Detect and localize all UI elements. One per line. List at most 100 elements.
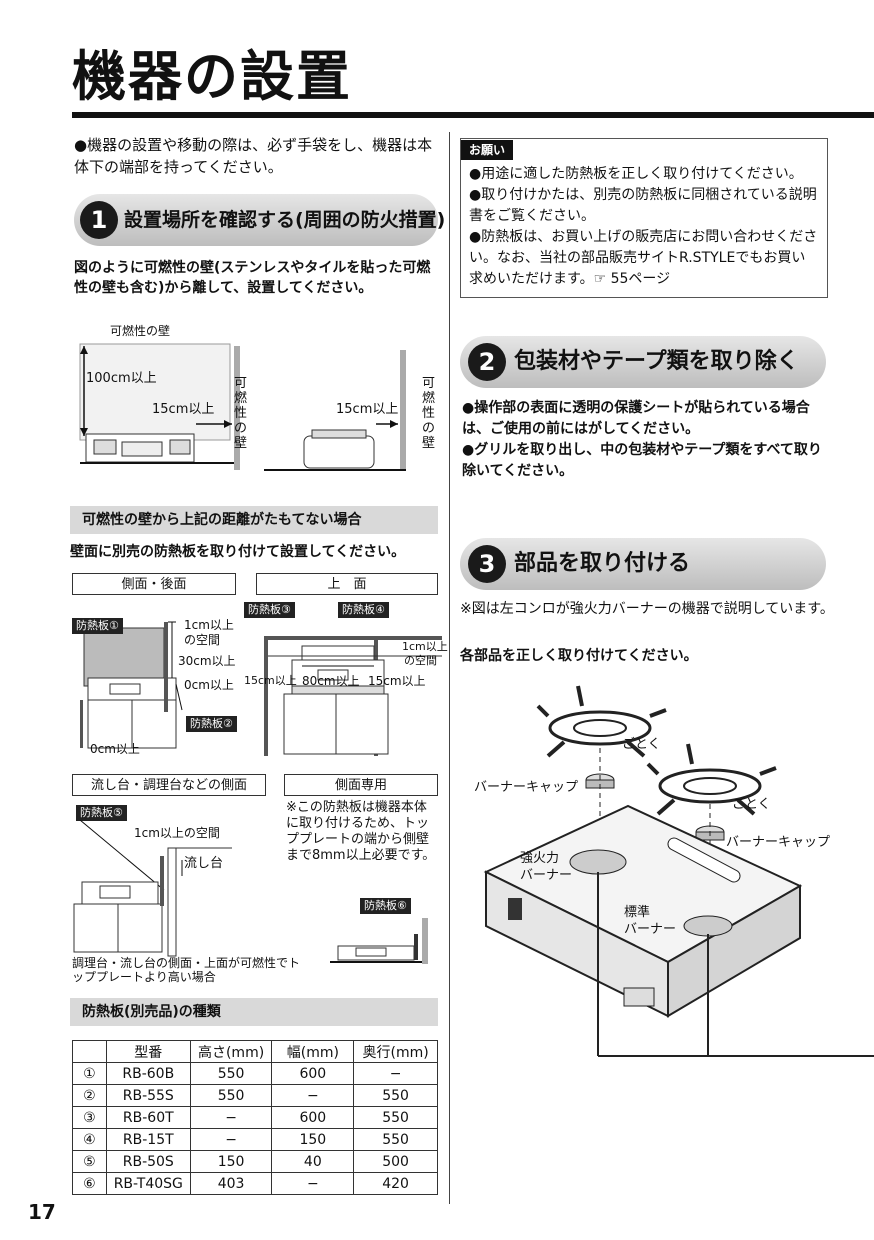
intro-text: ●機器の設置や移動の際は、必ず手袋をし、機器は本体下の端部を持ってください。 <box>74 136 433 176</box>
side-wall-label-right: 可燃性の壁 <box>422 376 436 451</box>
notice-item-1: ●用途に適した防熱板を正しく取り付けてください。 <box>469 166 803 182</box>
stove-parts-diagram <box>483 685 874 1057</box>
section3-number: 3 <box>468 545 506 583</box>
burner-strong-label-2: バーナー <box>520 868 573 883</box>
table-cell: RB-T40SG <box>105 1172 191 1195</box>
table-header-cell: 奥行(mm) <box>353 1040 438 1063</box>
sink-label: 流し台 <box>184 856 224 871</box>
sink-gap-label: 1cm以上の空間 <box>134 826 220 840</box>
section3-note: ※図は左コンロが強火力バーナーの機器で説明しています。 <box>460 601 834 617</box>
title-rule <box>72 112 874 118</box>
table-cell: 500 <box>353 1150 438 1173</box>
table-cell: − <box>189 1106 273 1129</box>
table-cell: 550 <box>189 1084 273 1107</box>
table-cell: RB-60B <box>105 1062 191 1085</box>
side-wall-label-left: 可燃性の壁 <box>234 376 248 451</box>
column-divider <box>449 132 450 1204</box>
section2-number: 2 <box>468 343 506 381</box>
gap-label-left: 15cm以上 <box>152 402 215 417</box>
table-cell: RB-55S <box>105 1084 191 1107</box>
heat-shield-tag-6: 防熱板⑥ <box>360 898 411 914</box>
table-cell: ① <box>72 1062 107 1085</box>
subsection1-lead: 壁面に別売の防熱板を取り付けて設置してください。 <box>70 544 406 560</box>
dim-top-1cm: 1cm以上 <box>402 640 448 653</box>
section1-header <box>74 194 438 246</box>
burner-std-label-2: バーナー <box>624 922 677 937</box>
label-side-only: 側面専用 <box>284 774 438 796</box>
table-cell: 550 <box>353 1128 438 1151</box>
table-cell: 550 <box>353 1084 438 1107</box>
side-only-diagram <box>330 918 428 964</box>
heat-shield-tag-3: 防熱板③ <box>244 602 295 618</box>
table-header-cell <box>72 1040 107 1063</box>
table-cell: 150 <box>271 1128 355 1151</box>
dim-bottom0: 0cm以上 <box>90 742 140 756</box>
gap-label-right: 15cm以上 <box>336 402 399 417</box>
table-cell: 600 <box>271 1106 355 1129</box>
cap-right-label: バーナーキャップ <box>726 835 831 850</box>
label-sink-side: 流し台・調理台などの側面 <box>72 774 266 796</box>
table-cell: RB-50S <box>105 1150 191 1173</box>
table-cell: ③ <box>72 1106 107 1129</box>
cap-left-label: バーナーキャップ <box>474 780 579 795</box>
table-cell: 550 <box>353 1106 438 1129</box>
section2-item-2: ●グリルを取り出し、中の包装材やテープ類をすべて取り除いてください。 <box>462 442 822 479</box>
burner-strong-label-1: 強火力 <box>520 851 560 866</box>
label-side-back: 側面・後面 <box>72 573 236 595</box>
table-header-cell: 高さ(mm) <box>189 1040 273 1063</box>
table-header: 型番高さ(mm)幅(mm)奥行(mm) <box>72 1040 438 1063</box>
dim-gap-1cm: 1cm以上 <box>184 618 234 632</box>
table-cell: 550 <box>189 1062 273 1085</box>
section2-item-1: ●操作部の表面に透明の保護シートが貼られている場合は、ご使用の前にはがしてくださ… <box>462 400 810 437</box>
table-cell: − <box>189 1128 273 1151</box>
table-cell: ④ <box>72 1128 107 1151</box>
dim-h30: 30cm以上 <box>178 654 236 668</box>
clearance-diagram <box>79 343 406 471</box>
table-cell: 40 <box>271 1150 355 1173</box>
dim-top-80: 80cm以上 <box>302 674 360 688</box>
notice-head: お願い <box>461 140 514 160</box>
table-cell: 403 <box>189 1172 273 1195</box>
table-cell: 420 <box>353 1172 438 1195</box>
heat-shield-diagram <box>80 621 442 756</box>
section1-lead: 図のように可燃性の壁(ステンレスやタイルを貼った可燃性の壁も含む)から離して、設… <box>74 260 431 296</box>
section2-header <box>460 336 826 388</box>
table-cell: ② <box>72 1084 107 1107</box>
table-cell: 600 <box>271 1062 355 1085</box>
heat-shield-tag-2: 防熱板② <box>186 716 237 732</box>
table-header-cell: 幅(mm) <box>271 1040 355 1063</box>
table-cell: − <box>271 1172 355 1195</box>
dim-top-space: の空間 <box>404 654 437 667</box>
dim-top-15-left: 15cm以上 <box>244 674 297 687</box>
section2-items: ●操作部の表面に透明の保護シートが貼られている場合は、ご使用の前にはがしてくださ… <box>462 398 830 482</box>
table-header-cell: 型番 <box>105 1040 191 1063</box>
dim-top-15-right: 15cm以上 <box>368 674 426 688</box>
label-top: 上 面 <box>256 573 438 595</box>
heat-shield-tag-1: 防熱板① <box>72 618 123 634</box>
trivet-left-label: ごとく <box>622 737 661 752</box>
heat-shield-tag-5: 防熱板⑤ <box>76 805 127 821</box>
side-only-note: ※この防熱板は機器本体に取り付けるため、トッププレートの端から側壁まで8mm以上… <box>286 800 436 863</box>
notice-item-2: ●取り付けかたは、別売の防熱板に同梱されている説明書をご覧ください。 <box>469 187 817 224</box>
burner-std-label-1: 標準 <box>624 905 651 920</box>
table-cell: RB-60T <box>105 1106 191 1129</box>
table-cell: ⑤ <box>72 1150 107 1173</box>
section3-title: 部品を取り付ける <box>514 551 691 576</box>
sink-caption: 調理台・流し台の側面・上面が可燃性でトッププレートより高い場合 <box>72 956 301 984</box>
height-label: 100cm以上 <box>86 371 157 386</box>
table-cell: − <box>271 1084 355 1107</box>
heat-shield-tag-4: 防熱板④ <box>338 602 389 618</box>
notice-item-3: ●防熱板は、お買い上げの販売店にお問い合わせください。なお、当社の部品販売サイト… <box>469 229 818 287</box>
dim-gap-space: の空間 <box>184 633 221 647</box>
subsection2-title: 防熱板(別売品)の種類 <box>70 998 438 1026</box>
section1-number: 1 <box>80 201 118 239</box>
table-cell: RB-15T <box>105 1128 191 1151</box>
sink-diagram <box>73 820 232 957</box>
section3-lead: 各部品を正しく取り付けてください。 <box>460 648 698 664</box>
